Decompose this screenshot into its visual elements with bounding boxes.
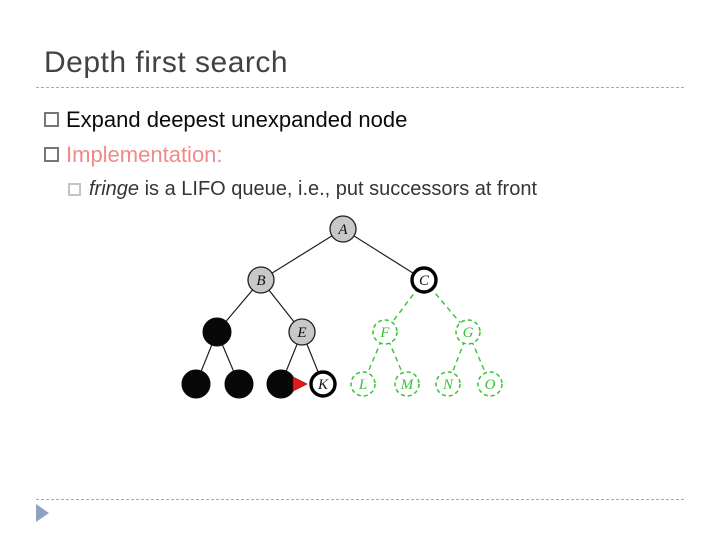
tree-node-F (372, 319, 398, 345)
page-title: Depth first search (44, 46, 289, 79)
square-bullet-icon (44, 147, 59, 162)
next-slide-triangle-icon (36, 504, 49, 522)
tree-node-label-C: C (419, 273, 430, 289)
tree-node-label-B: B (256, 273, 265, 289)
tree-node-label-N: N (442, 377, 454, 393)
tree-edge-A-B (260, 228, 344, 281)
tree-node-label-E: E (296, 325, 306, 341)
tree-node-M (394, 371, 420, 397)
tree-node-label-F: F (379, 325, 390, 341)
tree-node-K (309, 370, 337, 398)
tree-node-O (477, 371, 503, 397)
tree-node-J (266, 369, 296, 399)
square-bullet-icon (68, 183, 81, 196)
current-node-arrow-icon (292, 376, 308, 392)
tree-edge-A-C (342, 228, 425, 281)
tree-node-label-G: G (463, 325, 474, 341)
bullet-text: Implementation: (66, 142, 223, 167)
title-divider (36, 87, 684, 88)
sub-bullet-text: fringe is a LIFO queue, i.e., put succes… (89, 178, 537, 201)
sub-bullet-item-fringe: fringe is a LIFO queue, i.e., put succes… (68, 178, 537, 201)
tree-node-label-A: A (337, 222, 348, 238)
tree-node-B (247, 266, 275, 294)
sub-bullet-rest-text: is a LIFO queue, i.e., put successors at… (139, 178, 537, 200)
tree-node-A (329, 215, 357, 243)
tree-node-I (224, 369, 254, 399)
bullet-text: Expand deepest unexpanded node (66, 107, 408, 132)
footer-divider (36, 499, 684, 500)
bullet-item-implementation: Implementation: (44, 142, 223, 168)
tree-node-E (288, 318, 316, 346)
tree-node-G (455, 319, 481, 345)
tree-node-H (181, 369, 211, 399)
tree-node-N (435, 371, 461, 397)
tree-node-label-O: O (485, 377, 496, 393)
bullet-item-expand: Expand deepest unexpanded node (44, 107, 407, 133)
square-bullet-icon (44, 112, 59, 127)
tree-node-L (350, 371, 376, 397)
tree-node-label-K: K (317, 377, 329, 393)
tree-node-C (410, 266, 438, 294)
tree-node-label-M: M (400, 377, 415, 393)
fringe-italic-text: fringe (89, 178, 140, 200)
tree-node-D (202, 317, 232, 347)
tree-node-label-L: L (358, 377, 367, 393)
